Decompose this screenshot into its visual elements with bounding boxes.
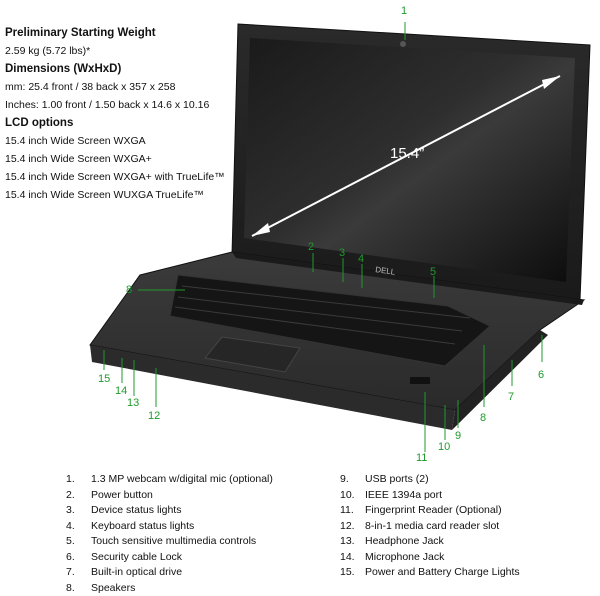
callout-12: 12 [148, 410, 160, 422]
callout-6: 6 [538, 369, 544, 381]
webcam-icon [400, 41, 406, 47]
callout-5: 5 [430, 266, 436, 278]
callout-8-right: 8 [480, 412, 486, 424]
legend-item: 15.Power and Battery Charge Lights [340, 565, 520, 581]
legend-item: 14.Microphone Jack [340, 550, 520, 566]
legend-item: 11.Fingerprint Reader (Optional) [340, 503, 520, 519]
legend-item: 3.Device status lights [66, 503, 273, 519]
callout-1: 1 [401, 5, 407, 17]
callout-13: 13 [127, 397, 139, 409]
callout-9: 9 [455, 430, 461, 442]
legend-item: 13.Headphone Jack [340, 534, 520, 550]
callout-3: 3 [339, 247, 345, 259]
legend-right: 9.USB ports (2) 10.IEEE 1394a port 11.Fi… [340, 472, 520, 581]
callout-15: 15 [98, 373, 110, 385]
callout-14: 14 [115, 385, 127, 397]
legend-item: 9.USB ports (2) [340, 472, 520, 488]
callout-4: 4 [358, 253, 364, 265]
legend-item: 4.Keyboard status lights [66, 519, 273, 535]
legend-left: 1.1.3 MP webcam w/digital mic (optional)… [66, 472, 273, 596]
legend-item: 5.Touch sensitive multimedia controls [66, 534, 273, 550]
legend-item: 10.IEEE 1394a port [340, 488, 520, 504]
legend-item: 2.Power button [66, 488, 273, 504]
legend-item: 6.Security cable Lock [66, 550, 273, 566]
legend-item: 12.8-in-1 media card reader slot [340, 519, 520, 535]
screen-size-label: 15.4” [390, 145, 424, 162]
fingerprint-reader [410, 377, 430, 384]
legend-item: 7.Built-in optical drive [66, 565, 273, 581]
callout-2: 2 [308, 241, 314, 253]
callout-10: 10 [438, 441, 450, 453]
callout-7: 7 [508, 391, 514, 403]
callout-8-left: 8 [126, 284, 132, 296]
legend-item: 1.1.3 MP webcam w/digital mic (optional) [66, 472, 273, 488]
callout-11: 11 [416, 452, 427, 464]
legend-item: 8.Speakers [66, 581, 273, 596]
